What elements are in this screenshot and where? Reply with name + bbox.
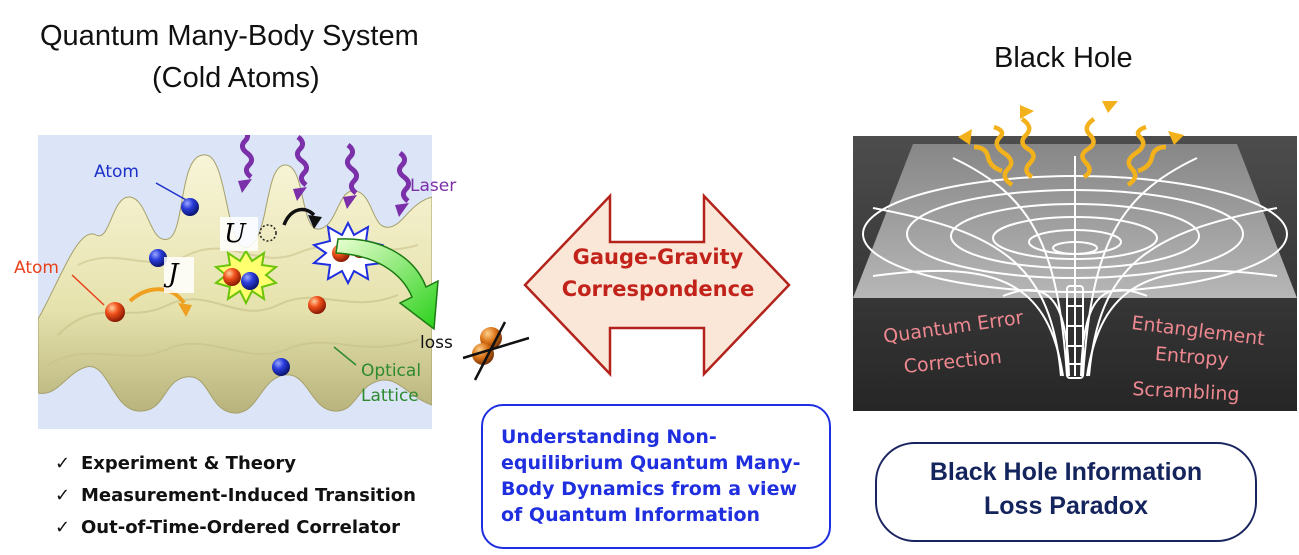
research-goal-box: Understanding Non- equilibrium Quantum M… (481, 404, 831, 549)
atom-red-2 (105, 302, 125, 322)
label-optical: Optical (361, 361, 422, 381)
paradox-box: Black Hole Information Loss Paradox (875, 442, 1257, 542)
atom-blue-pair (241, 272, 259, 290)
right-title: Black Hole (994, 42, 1133, 74)
lost-atom-pair (462, 321, 530, 381)
left-title-line1: Quantum Many-Body System (40, 20, 419, 52)
atom-blue-3 (272, 358, 290, 376)
bullet-list: ✓Experiment & Theory ✓Measurement-Induce… (55, 448, 416, 544)
research-goal-text: Understanding Non- equilibrium Quantum M… (501, 426, 801, 526)
atom-blue-1 (181, 198, 199, 216)
gauge-gravity-line2: Correspondence (561, 277, 755, 301)
gauge-gravity-label: Gauge-Gravity Correspondence (548, 241, 768, 305)
check-icon: ✓ (55, 453, 71, 474)
atom-blue-2 (149, 249, 167, 267)
black-hole-illustration (853, 136, 1297, 411)
empty-site (259, 224, 277, 242)
label-loss: loss (420, 333, 453, 353)
label-J: J (168, 259, 179, 289)
check-icon: ✓ (55, 485, 71, 506)
loss-arrow (335, 238, 439, 331)
label-U: U (224, 219, 246, 249)
atom-red-pair (223, 268, 241, 286)
arrowheads (958, 101, 1184, 145)
tunneling-arrow (282, 207, 316, 226)
double-arrow (523, 192, 791, 378)
paradox-text: Black Hole Information Loss Paradox (929, 458, 1203, 520)
hopping-arrow (128, 287, 186, 305)
atom-red-1 (308, 296, 326, 314)
laser-beams (239, 135, 412, 203)
check-icon: ✓ (55, 517, 71, 538)
optical-lattice-illustration (38, 135, 432, 429)
gauge-gravity-line1: Gauge-Gravity (572, 245, 744, 269)
bullet-item: ✓Out-of-Time-Ordered Correlator (55, 512, 416, 544)
label-atom-red: Atom (14, 258, 59, 278)
bullet-item: ✓Measurement-Induced Transition (55, 480, 416, 512)
hawking-radiation (958, 101, 1184, 187)
label-lattice: Lattice (361, 386, 419, 406)
label-atom-blue: Atom (94, 162, 139, 182)
bullet-item: ✓Experiment & Theory (55, 448, 416, 480)
left-title-line2: (Cold Atoms) (152, 62, 320, 94)
label-laser: Laser (410, 176, 457, 196)
